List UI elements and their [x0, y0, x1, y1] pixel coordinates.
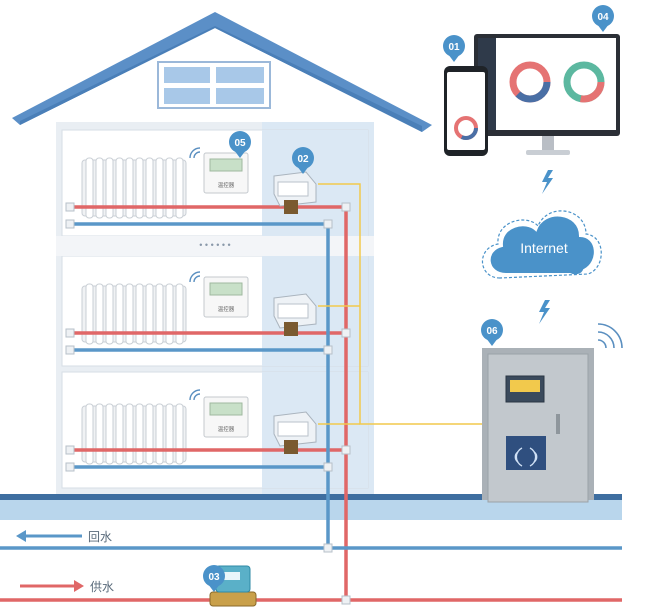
thermostat-label-3: 温控器 [218, 181, 235, 189]
badge-03: 03 [203, 565, 225, 592]
badge-05: 05 [229, 131, 251, 158]
thermostat-label-1: 温控器 [218, 425, 235, 433]
internet-label: Internet [520, 240, 568, 256]
control-cabinet [482, 348, 594, 503]
svg-text:05: 05 [234, 138, 246, 149]
floor-separator-dots: • • • • • • [199, 240, 230, 250]
lightning-icon [539, 170, 553, 324]
pipe-fittings [65, 202, 351, 605]
legend-supply-label: 供水 [90, 580, 114, 594]
signal-wires [318, 183, 486, 425]
cabinet-wifi-icon [597, 323, 623, 349]
ground [0, 494, 622, 520]
main-heat-meter [209, 565, 257, 607]
svg-text:04: 04 [597, 12, 609, 23]
svg-text:02: 02 [297, 154, 309, 165]
wifi-icon [189, 147, 201, 401]
radiator-icon [81, 157, 187, 465]
svg-text:01: 01 [448, 42, 460, 53]
pipes [0, 205, 622, 602]
badge-02: 02 [292, 147, 314, 174]
monitor-icon [474, 34, 620, 155]
legend-return-label: 回水 [88, 530, 112, 544]
thermostat: 温控器 温控器 温控器 [203, 152, 249, 438]
legend: 回水 供水 [16, 530, 114, 594]
thermostat-label-2: 温控器 [218, 305, 235, 313]
heat-meter-icon [273, 171, 317, 454]
badge-01: 01 [443, 35, 465, 62]
svg-text:06: 06 [486, 326, 498, 337]
house-roof [12, 12, 432, 132]
badge-06: 06 [481, 319, 503, 346]
phone-icon [444, 66, 488, 156]
svg-text:03: 03 [208, 572, 220, 583]
internet-cloud: Internet [481, 210, 602, 279]
badge-04: 04 [592, 5, 614, 32]
nfc-icon [514, 447, 538, 467]
